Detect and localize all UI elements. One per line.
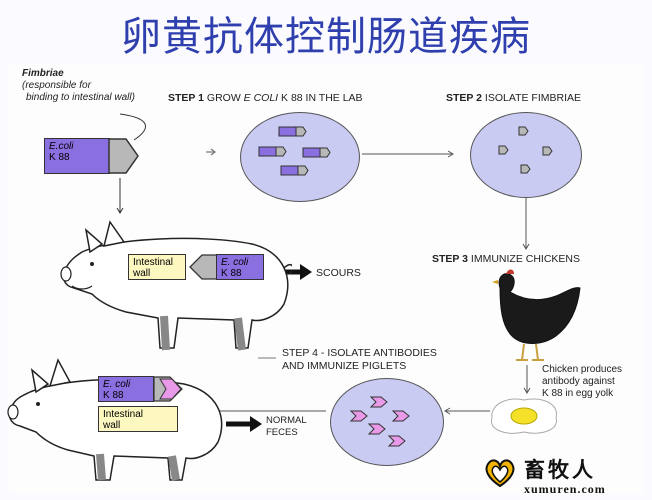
fimbriae-heading: Fimbriae — [22, 68, 64, 79]
xumuren-logo-icon — [485, 459, 515, 488]
pig2-ecoli: E. coli K 88 — [98, 376, 154, 402]
fimbria-2 — [498, 145, 509, 155]
scours-label: SCOURS — [316, 267, 361, 279]
dish-step4 — [330, 378, 444, 466]
normal-feces-label: NORMAL FECES — [266, 415, 307, 438]
chicken-illustration — [492, 269, 581, 361]
fimbriae-shape — [108, 138, 139, 174]
fimbriae-note-line1: (responsible for — [22, 80, 91, 91]
ecoli-bacterium: E.coli K 88 — [44, 138, 140, 174]
ecoli-body: E.coli K 88 — [44, 138, 110, 174]
pig1-fimbriae-shape — [189, 254, 218, 280]
watermark-cn: 畜牧人 — [524, 458, 596, 482]
fimbriae-note-line2: binding to intestinal wall) — [26, 92, 135, 103]
pig-sick-illustration — [60, 220, 292, 351]
pig1-intestinal-wall: Intestinal wall — [128, 254, 186, 280]
fimbria-3 — [542, 146, 553, 156]
watermark-url: xumuren.com — [524, 482, 606, 496]
ecoli-strain: K 88 — [49, 152, 70, 163]
slide-title: 卵黄抗体控制肠道疾病 — [121, 14, 531, 60]
fimbriae-note: Fimbriae (responsible for binding to int… — [22, 68, 135, 104]
fimbria-1 — [518, 126, 529, 136]
pig1-ecoli: E. coli K 88 — [216, 254, 264, 280]
step4-label: STEP 4 - ISOLATE ANTIBODIES AND IMMUNIZE… — [282, 347, 437, 372]
dish1-bacterium-3 — [302, 147, 331, 158]
dish-step1 — [240, 112, 360, 202]
ecoli-name: E.coli — [49, 141, 74, 152]
watermark: 畜牧人 xumuren.com — [480, 452, 650, 498]
step2-label: STEP 2 ISOLATE FIMBRIAE — [446, 92, 581, 104]
dish2-fimbriae — [498, 126, 553, 174]
fimbria-4 — [520, 164, 531, 174]
dish1-bacterium-1 — [278, 126, 307, 137]
dish1-bacteria — [258, 126, 331, 176]
dish1-bacterium-4 — [280, 165, 309, 176]
chicken-note: Chicken produces antibody against K 88 i… — [542, 364, 623, 399]
pig2-gut-inset: E. coli K 88 Intestinal wall — [98, 376, 188, 432]
step3-label: STEP 3 IMMUNIZE CHICKENS — [432, 253, 581, 265]
dish1-bacterium-2 — [258, 146, 287, 157]
dish3-antibodies — [349, 396, 410, 447]
dish-step2 — [470, 112, 582, 198]
pig1-gut-inset: Intestinal wall E. coli K 88 — [128, 254, 264, 280]
pig2-intestinal-wall: Intestinal wall — [98, 406, 178, 432]
step1-label: STEP 1 GROW E COLI K 88 IN THE LAB — [168, 92, 363, 104]
pig2-bound-antibody — [154, 376, 183, 402]
egg-yolk-illustration — [490, 398, 558, 434]
